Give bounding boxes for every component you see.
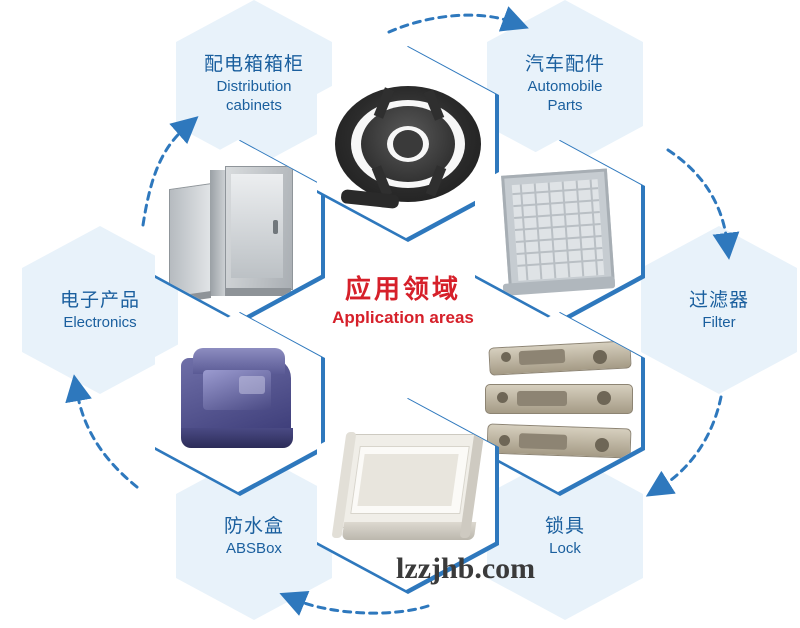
label-en-line1: Automobile xyxy=(527,78,603,95)
label-cn: 配电箱箱柜 xyxy=(203,54,304,75)
label-distribution-cabinets: 配电箱箱柜 Distribution cabinets xyxy=(204,53,304,115)
label-en-line1: Distribution xyxy=(216,78,292,95)
arrow-filter-to-lock xyxy=(645,395,723,497)
center-title-cn: 应用领域 xyxy=(344,274,461,304)
center-title-en: Application areas xyxy=(332,308,474,327)
label-en-line2: Parts xyxy=(547,97,583,114)
label-lock: 锁具 Lock xyxy=(545,515,585,558)
arrow-distribution-to-automobile xyxy=(387,6,529,34)
label-automobile-parts: 汽车配件 Automobile Parts xyxy=(525,53,605,115)
label-en-line1: Electronics xyxy=(63,313,137,331)
label-cn: 锁具 xyxy=(544,515,585,537)
label-en-line1: Filter xyxy=(702,313,736,331)
hex-electronics[interactable]: 电子产品 Electronics xyxy=(22,226,178,394)
label-cn: 电子产品 xyxy=(59,289,140,311)
label-cn: 防水盒 xyxy=(223,515,284,537)
label-en-line1: ABSBox xyxy=(226,539,282,557)
label-electronics: 电子产品 Electronics xyxy=(60,289,140,332)
arrow-lock-to-absbox xyxy=(279,590,430,616)
label-cn: 汽车配件 xyxy=(524,54,605,75)
label-en-line2: cabinets xyxy=(226,97,282,114)
label-filter: 过滤器 Filter xyxy=(689,289,749,332)
label-cn: 过滤器 xyxy=(688,289,749,311)
hex-distribution-cabinets[interactable]: 配电箱箱柜 Distribution cabinets xyxy=(176,0,332,168)
hex-filter[interactable]: 过滤器 Filter xyxy=(641,226,797,394)
label-en-line1: Lock xyxy=(549,539,581,557)
center-title: 应用领域 Application areas xyxy=(303,272,503,330)
label-absbox: 防水盒 ABSBox xyxy=(224,515,284,558)
watermark: lzzjhb.com xyxy=(396,552,536,585)
arrow-absbox-to-electronics xyxy=(65,374,139,489)
